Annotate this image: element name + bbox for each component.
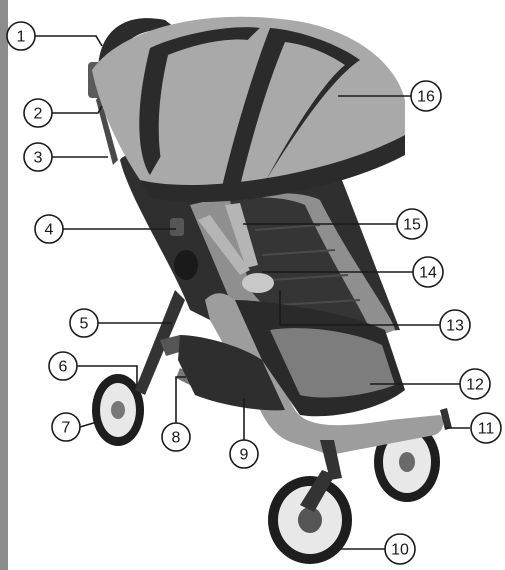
harness-buckle: [242, 273, 274, 293]
callout-13-label: 13: [446, 318, 464, 335]
callout-11-label: 11: [478, 421, 495, 438]
callout-7-label: 7: [62, 420, 71, 437]
callout-2-label: 2: [34, 106, 43, 123]
callout-3-label: 3: [34, 150, 43, 167]
callout-6-label: 6: [59, 359, 68, 376]
canopy-hinge-knob: [174, 250, 198, 280]
callout-5-label: 5: [80, 316, 89, 333]
callout-8: 8: [162, 423, 190, 451]
front-wheel: [268, 470, 352, 564]
callout-12: 12: [460, 369, 490, 399]
callout-6: 6: [49, 352, 77, 380]
callout-14-label: 14: [419, 265, 437, 282]
callout-2: 2: [24, 99, 52, 127]
callout-16: 16: [411, 81, 441, 111]
callout-7: 7: [52, 413, 80, 441]
callout-12-label: 12: [466, 377, 484, 394]
callout-9: 9: [230, 440, 258, 468]
page-edge-bar: [0, 0, 8, 570]
callout-15-label: 15: [403, 217, 421, 234]
callout-1: 1: [7, 22, 35, 50]
callout-8-label: 8: [172, 430, 181, 447]
callout-9-label: 9: [240, 447, 249, 464]
callout-10-label: 10: [391, 542, 409, 559]
callout-4: 4: [35, 215, 63, 243]
callout-15: 15: [397, 209, 427, 239]
callout-4-label: 4: [45, 222, 54, 239]
callout-3: 3: [24, 143, 52, 171]
callout-10: 10: [385, 534, 415, 564]
recline-adjust: [170, 218, 184, 236]
callout-13: 13: [440, 310, 470, 340]
callout-16-label: 16: [417, 89, 435, 106]
callout-5: 5: [70, 309, 98, 337]
callout-1-label: 1: [17, 29, 26, 46]
callout-14: 14: [413, 257, 443, 287]
callout-11: 11: [471, 413, 501, 443]
